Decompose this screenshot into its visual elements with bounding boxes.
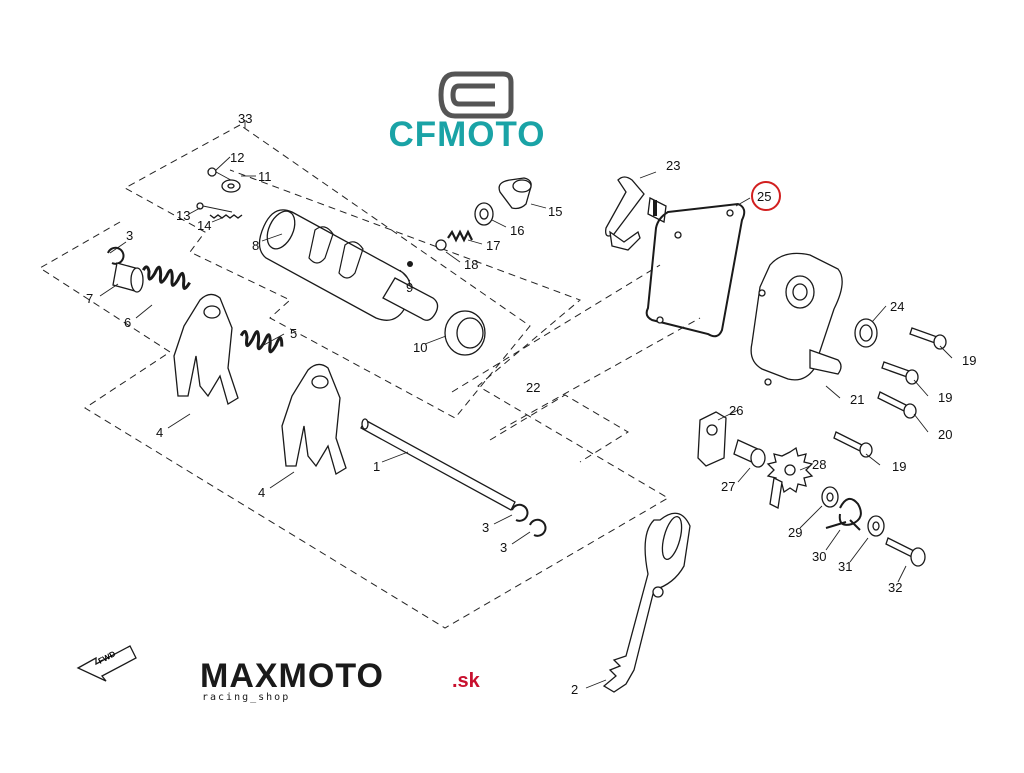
callout-4-b: 4 — [258, 485, 265, 500]
callout-8: 8 — [252, 238, 259, 253]
part-30-return-spring — [825, 497, 862, 531]
callout-26: 26 — [729, 403, 743, 418]
part-13-pin — [196, 202, 233, 213]
callout-19-a: 19 — [962, 353, 976, 368]
part-26-stopper-plate — [697, 411, 727, 467]
brand-name: CFMOTO — [388, 115, 545, 154]
part-31-washer — [867, 515, 885, 537]
callout-5: 5 — [290, 326, 297, 341]
callout-19-b: 19 — [938, 390, 952, 405]
callout-2: 2 — [571, 682, 578, 697]
part-19-bolt-b — [881, 361, 919, 385]
part-24-oil-seal — [854, 318, 878, 348]
part-27-collar — [733, 439, 766, 468]
callout-6: 6 — [124, 315, 131, 330]
callout-17: 17 — [486, 238, 500, 253]
part-28-star-gear — [766, 446, 814, 509]
maxmoto-tagline: racing_shop — [202, 692, 290, 703]
callout-3-mid: 3 — [482, 520, 489, 535]
part-4-shift-fork-b — [281, 363, 347, 475]
part-5-spring — [239, 329, 284, 354]
callout-3-bottom: 3 — [500, 540, 507, 555]
callout-1: 1 — [373, 459, 380, 474]
callout-labels: 1 2 3 3 3 4 4 5 6 7 8 9 10 11 12 13 14 1… — [86, 111, 976, 697]
part-7-collar — [112, 262, 144, 293]
part-25-gasket — [645, 202, 746, 338]
part-1-fork-shaft — [360, 418, 516, 511]
part-3-circlip-bottom — [529, 518, 547, 537]
part-32-bolt — [885, 537, 926, 567]
part-29-washer — [821, 486, 839, 508]
callout-32: 32 — [888, 580, 902, 595]
callout-14: 14 — [197, 218, 211, 233]
maxmoto-logo: MAXMOTO .sk racing_shop — [200, 657, 481, 703]
callout-29: 29 — [788, 525, 802, 540]
callout-12: 12 — [230, 150, 244, 165]
callout-23: 23 — [666, 158, 680, 173]
group-outline-33 — [123, 120, 531, 419]
callout-22: 22 — [526, 380, 540, 395]
callout-28: 28 — [812, 457, 826, 472]
callout-19-c: 19 — [892, 459, 906, 474]
part-15-bolt — [498, 177, 532, 210]
part-14-spring — [209, 214, 243, 219]
part-20-bolt — [877, 391, 917, 419]
callout-24: 24 — [890, 299, 904, 314]
part-19-bolt-a — [909, 327, 947, 350]
part-11-washer — [221, 179, 241, 193]
part-2-shift-lever — [602, 512, 691, 693]
leader-lines — [99, 156, 953, 689]
part-8-shift-drum — [258, 209, 439, 321]
callout-18: 18 — [464, 257, 478, 272]
callout-25-highlight-ring — [751, 181, 781, 211]
callout-9: 9 — [406, 280, 413, 295]
part-3-circlip-mid — [511, 503, 529, 522]
callout-25: 25 — [757, 189, 771, 204]
part-4-shift-fork-a — [173, 293, 239, 405]
cfmoto-emblem-icon — [438, 71, 514, 119]
callout-3-top: 3 — [126, 228, 133, 243]
callout-11: 11 — [258, 169, 272, 184]
group-outline-22 — [39, 169, 701, 629]
callout-16: 16 — [510, 223, 524, 238]
callout-33: 33 — [238, 111, 252, 126]
part-3-circlip-top — [107, 246, 125, 265]
part-19-bolt-c — [833, 431, 873, 458]
callout-30: 30 — [812, 549, 826, 564]
callout-15: 15 — [548, 204, 562, 219]
callout-31: 31 — [838, 559, 852, 574]
part-21-cover — [750, 252, 843, 386]
callout-7: 7 — [86, 291, 93, 306]
maxmoto-text: MAXMOTO — [200, 657, 384, 695]
callout-20: 20 — [938, 427, 952, 442]
callout-10: 10 — [413, 340, 427, 355]
callout-21: 21 — [850, 392, 864, 407]
part-18-ball — [435, 239, 447, 251]
cfmoto-logo: CFMOTO — [388, 71, 545, 154]
part-16-washer — [474, 202, 494, 226]
part-6-spring — [141, 265, 191, 290]
maxmoto-suffix: .sk — [452, 670, 481, 692]
fwd-direction-arrow: FWD — [76, 645, 137, 682]
callout-13: 13 — [176, 208, 190, 223]
callout-27: 27 — [721, 479, 735, 494]
part-23-shift-shaft-gear — [605, 176, 667, 251]
callout-4-a: 4 — [156, 425, 163, 440]
part-10-bearing — [444, 310, 486, 356]
part-17-spring — [447, 229, 473, 243]
